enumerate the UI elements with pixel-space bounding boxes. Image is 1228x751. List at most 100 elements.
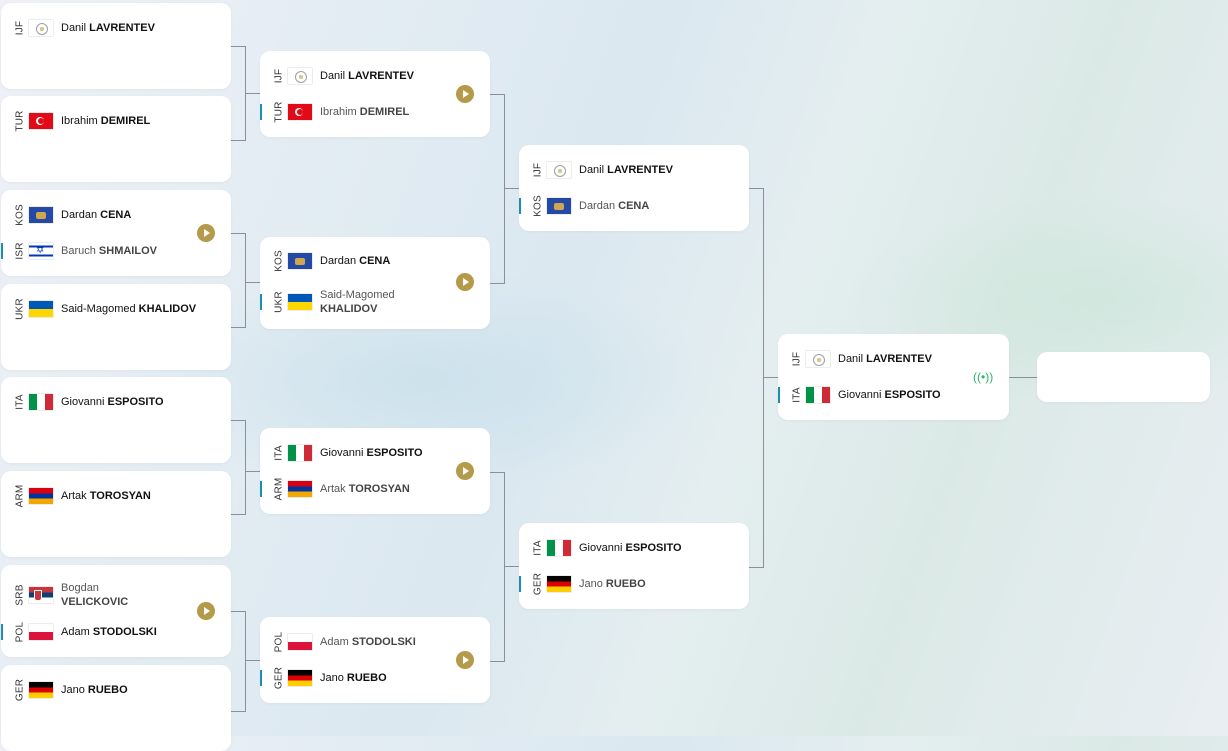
- country-code: IJF: [273, 68, 285, 84]
- germany-flag-icon: [288, 670, 312, 686]
- competitor-row: TUR Ibrahim DEMIREL: [260, 101, 478, 123]
- bracket-connector: [231, 611, 246, 712]
- country-code: SRB: [14, 584, 26, 606]
- blue-judogi-marker: [260, 294, 262, 310]
- competitor-name: Said-Magomed KHALIDOV: [61, 303, 197, 315]
- country-code: IJF: [532, 162, 544, 178]
- ijf-flag-icon: [547, 162, 571, 178]
- blue-judogi-marker: [519, 576, 521, 592]
- play-video-icon[interactable]: [197, 224, 215, 242]
- blue-judogi-marker: [260, 670, 262, 686]
- competitor-row: KOS Dardan CENA: [272, 250, 478, 272]
- bracket-connector: [245, 660, 260, 661]
- bracket-connector: [1009, 377, 1037, 378]
- ijf-flag-icon: [288, 68, 312, 84]
- competitor-name: Dardan CENA: [61, 209, 132, 221]
- competitor-name: Jano RUEBO: [61, 684, 128, 696]
- competitor-row: KOS Dardan CENA: [519, 195, 737, 217]
- round1-match-card[interactable]: KOS Dardan CENA ISR Baruch SHMAILOV: [1, 190, 231, 276]
- competitor-row: KOS Dardan CENA: [13, 204, 219, 226]
- competitor-name: Danil LAVRENTEV: [61, 22, 155, 34]
- bracket-connector: [245, 282, 260, 283]
- round1-match-card[interactable]: IJF Danil LAVRENTEV: [1, 3, 231, 89]
- country-code: POL: [14, 621, 26, 643]
- competitor-row: ITA Giovanni ESPOSITO: [778, 384, 997, 406]
- competitor-row: GER Jano RUEBO: [13, 679, 219, 701]
- israel-flag-icon: [29, 243, 53, 259]
- bracket-connector: [490, 94, 505, 284]
- round1-match-card[interactable]: UKR Said-Magomed KHALIDOV: [1, 284, 231, 370]
- play-video-icon[interactable]: [456, 273, 474, 291]
- turkey-flag-icon: [29, 113, 53, 129]
- kosovo-flag-icon: [547, 198, 571, 214]
- blue-judogi-marker: [1, 243, 3, 259]
- country-code: UKR: [14, 298, 26, 320]
- bracket-connector: [245, 93, 260, 94]
- winner-slot: [1037, 352, 1210, 402]
- country-code: TUR: [273, 101, 285, 123]
- italy-flag-icon: [806, 387, 830, 403]
- armenia-flag-icon: [29, 488, 53, 504]
- country-code: IJF: [791, 351, 803, 367]
- country-code: ITA: [273, 445, 285, 461]
- round2-match-card[interactable]: POL Adam STODOLSKI GER Jano RUEBO: [260, 617, 490, 703]
- bracket-connector: [231, 46, 246, 141]
- blue-judogi-marker: [260, 104, 262, 120]
- ijf-flag-icon: [806, 351, 830, 367]
- competitor-row: ITA Giovanni ESPOSITO: [531, 537, 737, 559]
- country-code: IJF: [14, 20, 26, 36]
- round2-match-card[interactable]: IJF Danil LAVRENTEV TUR Ibrahim DEMIREL: [260, 51, 490, 137]
- competitor-row: ISR Baruch SHMAILOV: [1, 240, 219, 262]
- bracket-connector: [504, 566, 519, 567]
- bracket-connector: [749, 188, 764, 568]
- italy-flag-icon: [547, 540, 571, 556]
- play-video-icon[interactable]: [456, 462, 474, 480]
- competitor-name: Artak TOROSYAN: [61, 490, 151, 502]
- round3-match-card[interactable]: IJF Danil LAVRENTEV KOS Dardan CENA: [519, 145, 749, 231]
- country-code: KOS: [532, 195, 544, 217]
- germany-flag-icon: [29, 682, 53, 698]
- italy-flag-icon: [288, 445, 312, 461]
- competitor-row: TUR Ibrahim DEMIREL: [13, 110, 219, 132]
- country-code: ITA: [791, 387, 803, 403]
- kosovo-flag-icon: [288, 253, 312, 269]
- competitor-name: Jano RUEBO: [320, 672, 387, 684]
- competitor-name: Giovanni ESPOSITO: [61, 396, 164, 408]
- round1-match-card[interactable]: ARM Artak TOROSYAN: [1, 471, 231, 557]
- country-code: POL: [273, 631, 285, 653]
- country-code: KOS: [273, 250, 285, 272]
- country-code: GER: [273, 666, 285, 690]
- competitor-name: Danil LAVRENTEV: [838, 353, 932, 365]
- bracket-connector: [504, 188, 519, 189]
- broadcast-icon[interactable]: ((•)): [973, 370, 994, 384]
- play-video-icon[interactable]: [197, 602, 215, 620]
- ukraine-flag-icon: [288, 294, 312, 310]
- poland-flag-icon: [29, 624, 53, 640]
- round2-match-card[interactable]: ITA Giovanni ESPOSITO ARM Artak TOROSYAN: [260, 428, 490, 514]
- ijf-flag-icon: [29, 20, 53, 36]
- bracket-connector: [245, 471, 260, 472]
- final-match-card[interactable]: IJF Danil LAVRENTEV ITA Giovanni ESPOSIT…: [778, 334, 1009, 420]
- country-code: GER: [14, 678, 26, 702]
- country-code: ARM: [273, 477, 285, 501]
- serbia-flag-icon: [29, 587, 53, 603]
- round1-match-card[interactable]: GER Jano RUEBO: [1, 665, 231, 751]
- competitor-name: Ibrahim DEMIREL: [61, 115, 151, 127]
- competitor-row: UKR Said-Magomed KHALIDOV: [13, 298, 219, 320]
- round1-match-card[interactable]: ITA Giovanni ESPOSITO: [1, 377, 231, 463]
- competitor-name: Giovanni ESPOSITO: [579, 542, 682, 554]
- competitor-row: IJF Danil LAVRENTEV: [790, 348, 997, 370]
- bracket-connector: [490, 472, 505, 662]
- play-video-icon[interactable]: [456, 85, 474, 103]
- competitor-name: Giovanni ESPOSITO: [320, 447, 423, 459]
- round1-match-card[interactable]: TUR Ibrahim DEMIREL: [1, 96, 231, 182]
- competitor-row: POL Adam STODOLSKI: [272, 631, 478, 653]
- country-code: ISR: [14, 242, 26, 260]
- country-code: ARM: [14, 484, 26, 508]
- play-video-icon[interactable]: [456, 651, 474, 669]
- round3-match-card[interactable]: ITA Giovanni ESPOSITO GER Jano RUEBO: [519, 523, 749, 609]
